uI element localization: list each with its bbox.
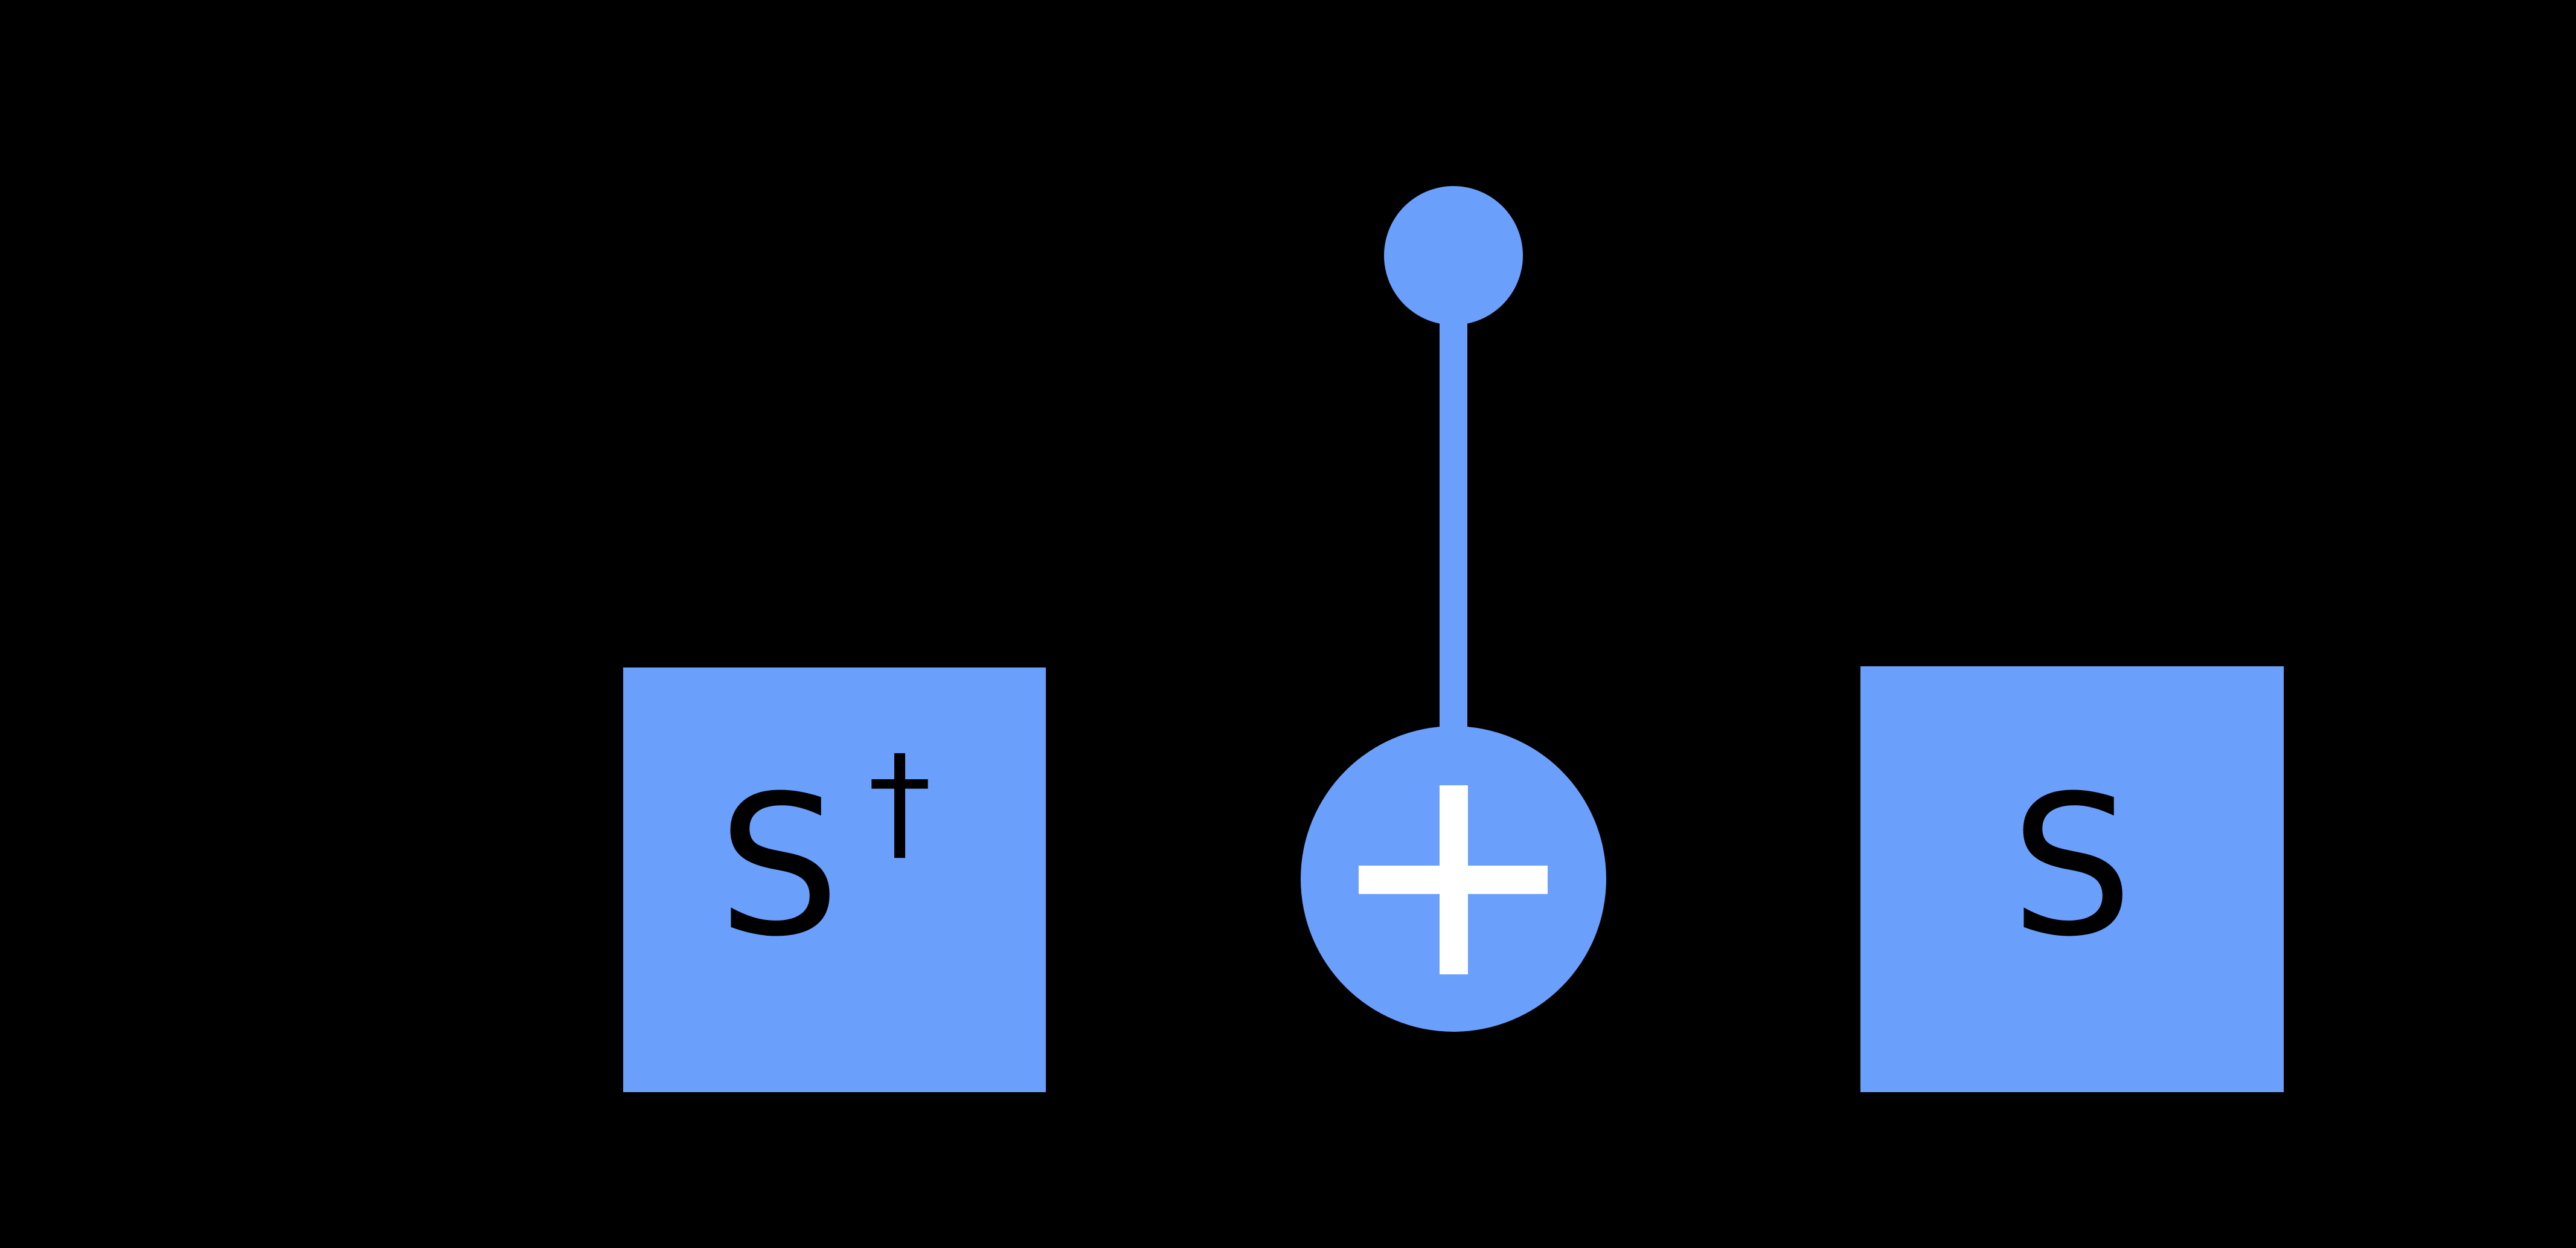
gate-s-dagger-box[interactable] [623, 667, 1046, 1092]
gate-s-dagger[interactable]: S † [623, 667, 1046, 1092]
gate-s-dagger-superscript: † [868, 728, 932, 876]
gate-s-box[interactable] [1860, 666, 2284, 1092]
gate-s-label: S [2010, 754, 2133, 979]
gate-s-dagger-label: S [717, 754, 840, 979]
cnot-control-dot[interactable] [1384, 186, 1523, 325]
gate-cnot[interactable] [1301, 186, 1606, 1032]
gate-s[interactable]: S [1860, 666, 2284, 1092]
plus-horizontal-bar [1359, 866, 1548, 894]
cnot-target-plus-icon [1359, 785, 1548, 974]
